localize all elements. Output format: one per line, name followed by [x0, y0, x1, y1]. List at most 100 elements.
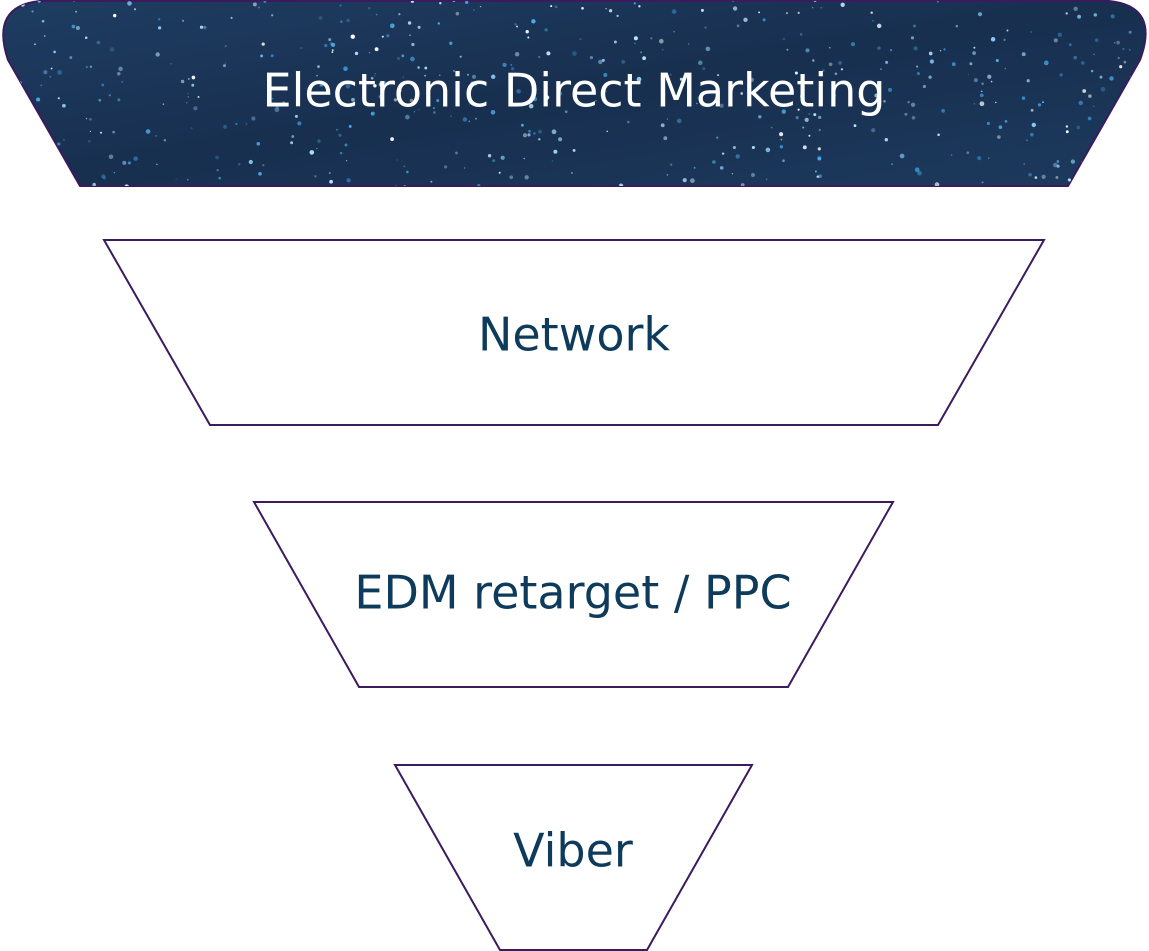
- star: [328, 38, 332, 42]
- star: [1031, 122, 1037, 128]
- star: [1116, 40, 1120, 45]
- star: [1065, 130, 1069, 134]
- star: [1004, 67, 1007, 70]
- star: [1043, 60, 1049, 66]
- star: [1114, 156, 1118, 160]
- star: [1065, 12, 1068, 15]
- star: [112, 130, 115, 134]
- star: [374, 75, 376, 77]
- star: [550, 5, 553, 8]
- star: [795, 115, 799, 120]
- star: [818, 174, 822, 179]
- star: [378, 95, 382, 99]
- star: [998, 125, 1003, 129]
- star: [636, 76, 642, 82]
- star: [53, 50, 56, 54]
- star: [1065, 125, 1069, 128]
- star: [43, 70, 48, 75]
- star: [345, 83, 351, 89]
- star: [1041, 174, 1046, 179]
- star: [89, 117, 92, 121]
- star: [814, 170, 817, 173]
- star: [121, 80, 124, 84]
- star: [256, 141, 261, 146]
- star: [452, 69, 456, 73]
- star: [398, 13, 401, 16]
- star: [1067, 178, 1071, 182]
- star: [405, 114, 410, 120]
- star: [57, 171, 62, 176]
- star: [544, 28, 548, 32]
- star: [808, 134, 811, 137]
- star: [966, 151, 970, 155]
- star: [199, 25, 204, 29]
- star: [642, 56, 647, 61]
- star: [977, 156, 982, 161]
- star: [291, 135, 295, 138]
- star: [182, 19, 185, 22]
- star: [340, 20, 343, 23]
- star: [751, 173, 755, 177]
- star: [1059, 73, 1063, 77]
- star: [238, 163, 241, 166]
- star: [904, 112, 908, 116]
- star: [1092, 105, 1095, 108]
- star: [156, 163, 158, 166]
- star: [50, 67, 53, 70]
- star: [127, 161, 131, 165]
- star: [1003, 38, 1006, 42]
- star: [12, 141, 16, 145]
- star: [876, 23, 882, 29]
- star: [943, 48, 946, 51]
- star: [329, 179, 333, 184]
- star: [290, 141, 294, 145]
- star: [834, 72, 838, 76]
- star: [1111, 114, 1114, 118]
- star: [794, 71, 798, 75]
- star: [354, 51, 359, 56]
- star: [155, 135, 158, 137]
- star: [822, 69, 825, 72]
- star: [808, 113, 811, 115]
- star: [252, 2, 257, 7]
- star: [381, 35, 384, 38]
- star: [450, 115, 452, 117]
- star: [101, 83, 105, 87]
- star: [520, 123, 524, 127]
- star: [96, 40, 101, 45]
- star: [662, 48, 664, 51]
- star: [973, 103, 976, 105]
- star: [758, 115, 762, 119]
- star: [528, 129, 531, 133]
- star: [874, 93, 879, 98]
- star: [1083, 175, 1088, 180]
- star: [109, 47, 115, 52]
- star: [218, 176, 221, 180]
- star: [941, 109, 945, 113]
- star: [436, 99, 440, 103]
- star: [378, 82, 383, 87]
- star: [463, 167, 466, 169]
- star: [331, 49, 334, 52]
- star: [666, 174, 669, 176]
- star: [1111, 148, 1114, 151]
- star: [1139, 110, 1144, 115]
- star: [158, 18, 161, 21]
- star: [538, 129, 542, 134]
- star: [673, 30, 675, 33]
- star: [779, 132, 784, 137]
- star: [763, 83, 766, 85]
- star: [950, 154, 953, 156]
- star: [1119, 65, 1123, 69]
- star: [853, 124, 857, 128]
- star: [789, 91, 794, 95]
- star: [60, 180, 65, 185]
- stage-label: EDM retarget / PPC: [354, 566, 791, 620]
- star: [650, 37, 653, 40]
- star: [658, 38, 664, 44]
- star: [102, 176, 107, 180]
- star: [799, 94, 804, 99]
- star: [608, 9, 613, 13]
- star: [731, 173, 734, 175]
- star: [554, 5, 558, 9]
